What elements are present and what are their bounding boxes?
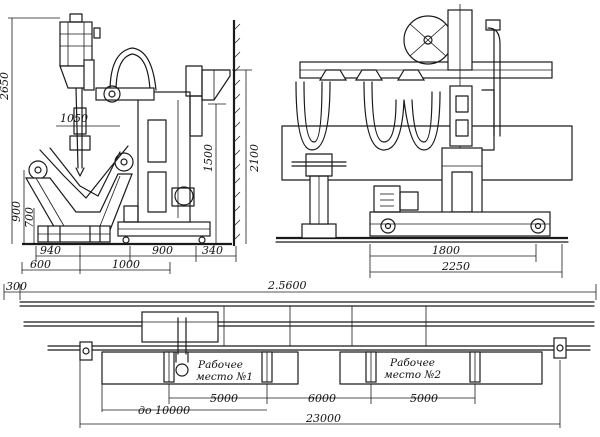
front-view: 1800 2250 bbox=[275, 4, 573, 278]
dim-23000: 23000 bbox=[305, 412, 341, 425]
dim-600: 600 bbox=[30, 258, 51, 271]
dim-300: 300 bbox=[6, 280, 27, 293]
dim-900-width: 900 bbox=[152, 244, 173, 257]
plan-view: 300 2.5600 bbox=[3, 279, 597, 428]
dim-940: 940 bbox=[40, 244, 61, 257]
dim-5000-second: 5000 bbox=[410, 392, 438, 405]
side-view: 2650 1050 900 700 1500 2100 940 900 340 … bbox=[0, 13, 261, 274]
dim-upto-10000: до 10000 bbox=[138, 404, 190, 417]
workstation-2-label-line2: место №2 bbox=[384, 369, 441, 381]
dim-700: 700 bbox=[23, 207, 36, 228]
dim-1050: 1050 bbox=[60, 112, 88, 125]
dim-1800: 1800 bbox=[432, 244, 460, 257]
dim-25600: 2.5600 bbox=[267, 279, 307, 292]
dim-1000: 1000 bbox=[112, 258, 140, 271]
dim-2650: 2650 bbox=[0, 72, 11, 101]
dim-6000: 6000 bbox=[308, 392, 336, 405]
dim-2100: 2100 bbox=[248, 144, 261, 173]
dim-900-height: 900 bbox=[10, 201, 23, 222]
dim-2250: 2250 bbox=[441, 260, 470, 273]
dim-340: 340 bbox=[202, 244, 223, 257]
dim-5000-first: 5000 bbox=[210, 392, 238, 405]
workstation-2-label-line1: Рабочее bbox=[389, 357, 435, 369]
workstation-1-label-line2: место №1 bbox=[196, 371, 253, 383]
workstation-1-label-line1: Рабочее bbox=[197, 359, 243, 371]
dim-1500: 1500 bbox=[202, 144, 215, 172]
